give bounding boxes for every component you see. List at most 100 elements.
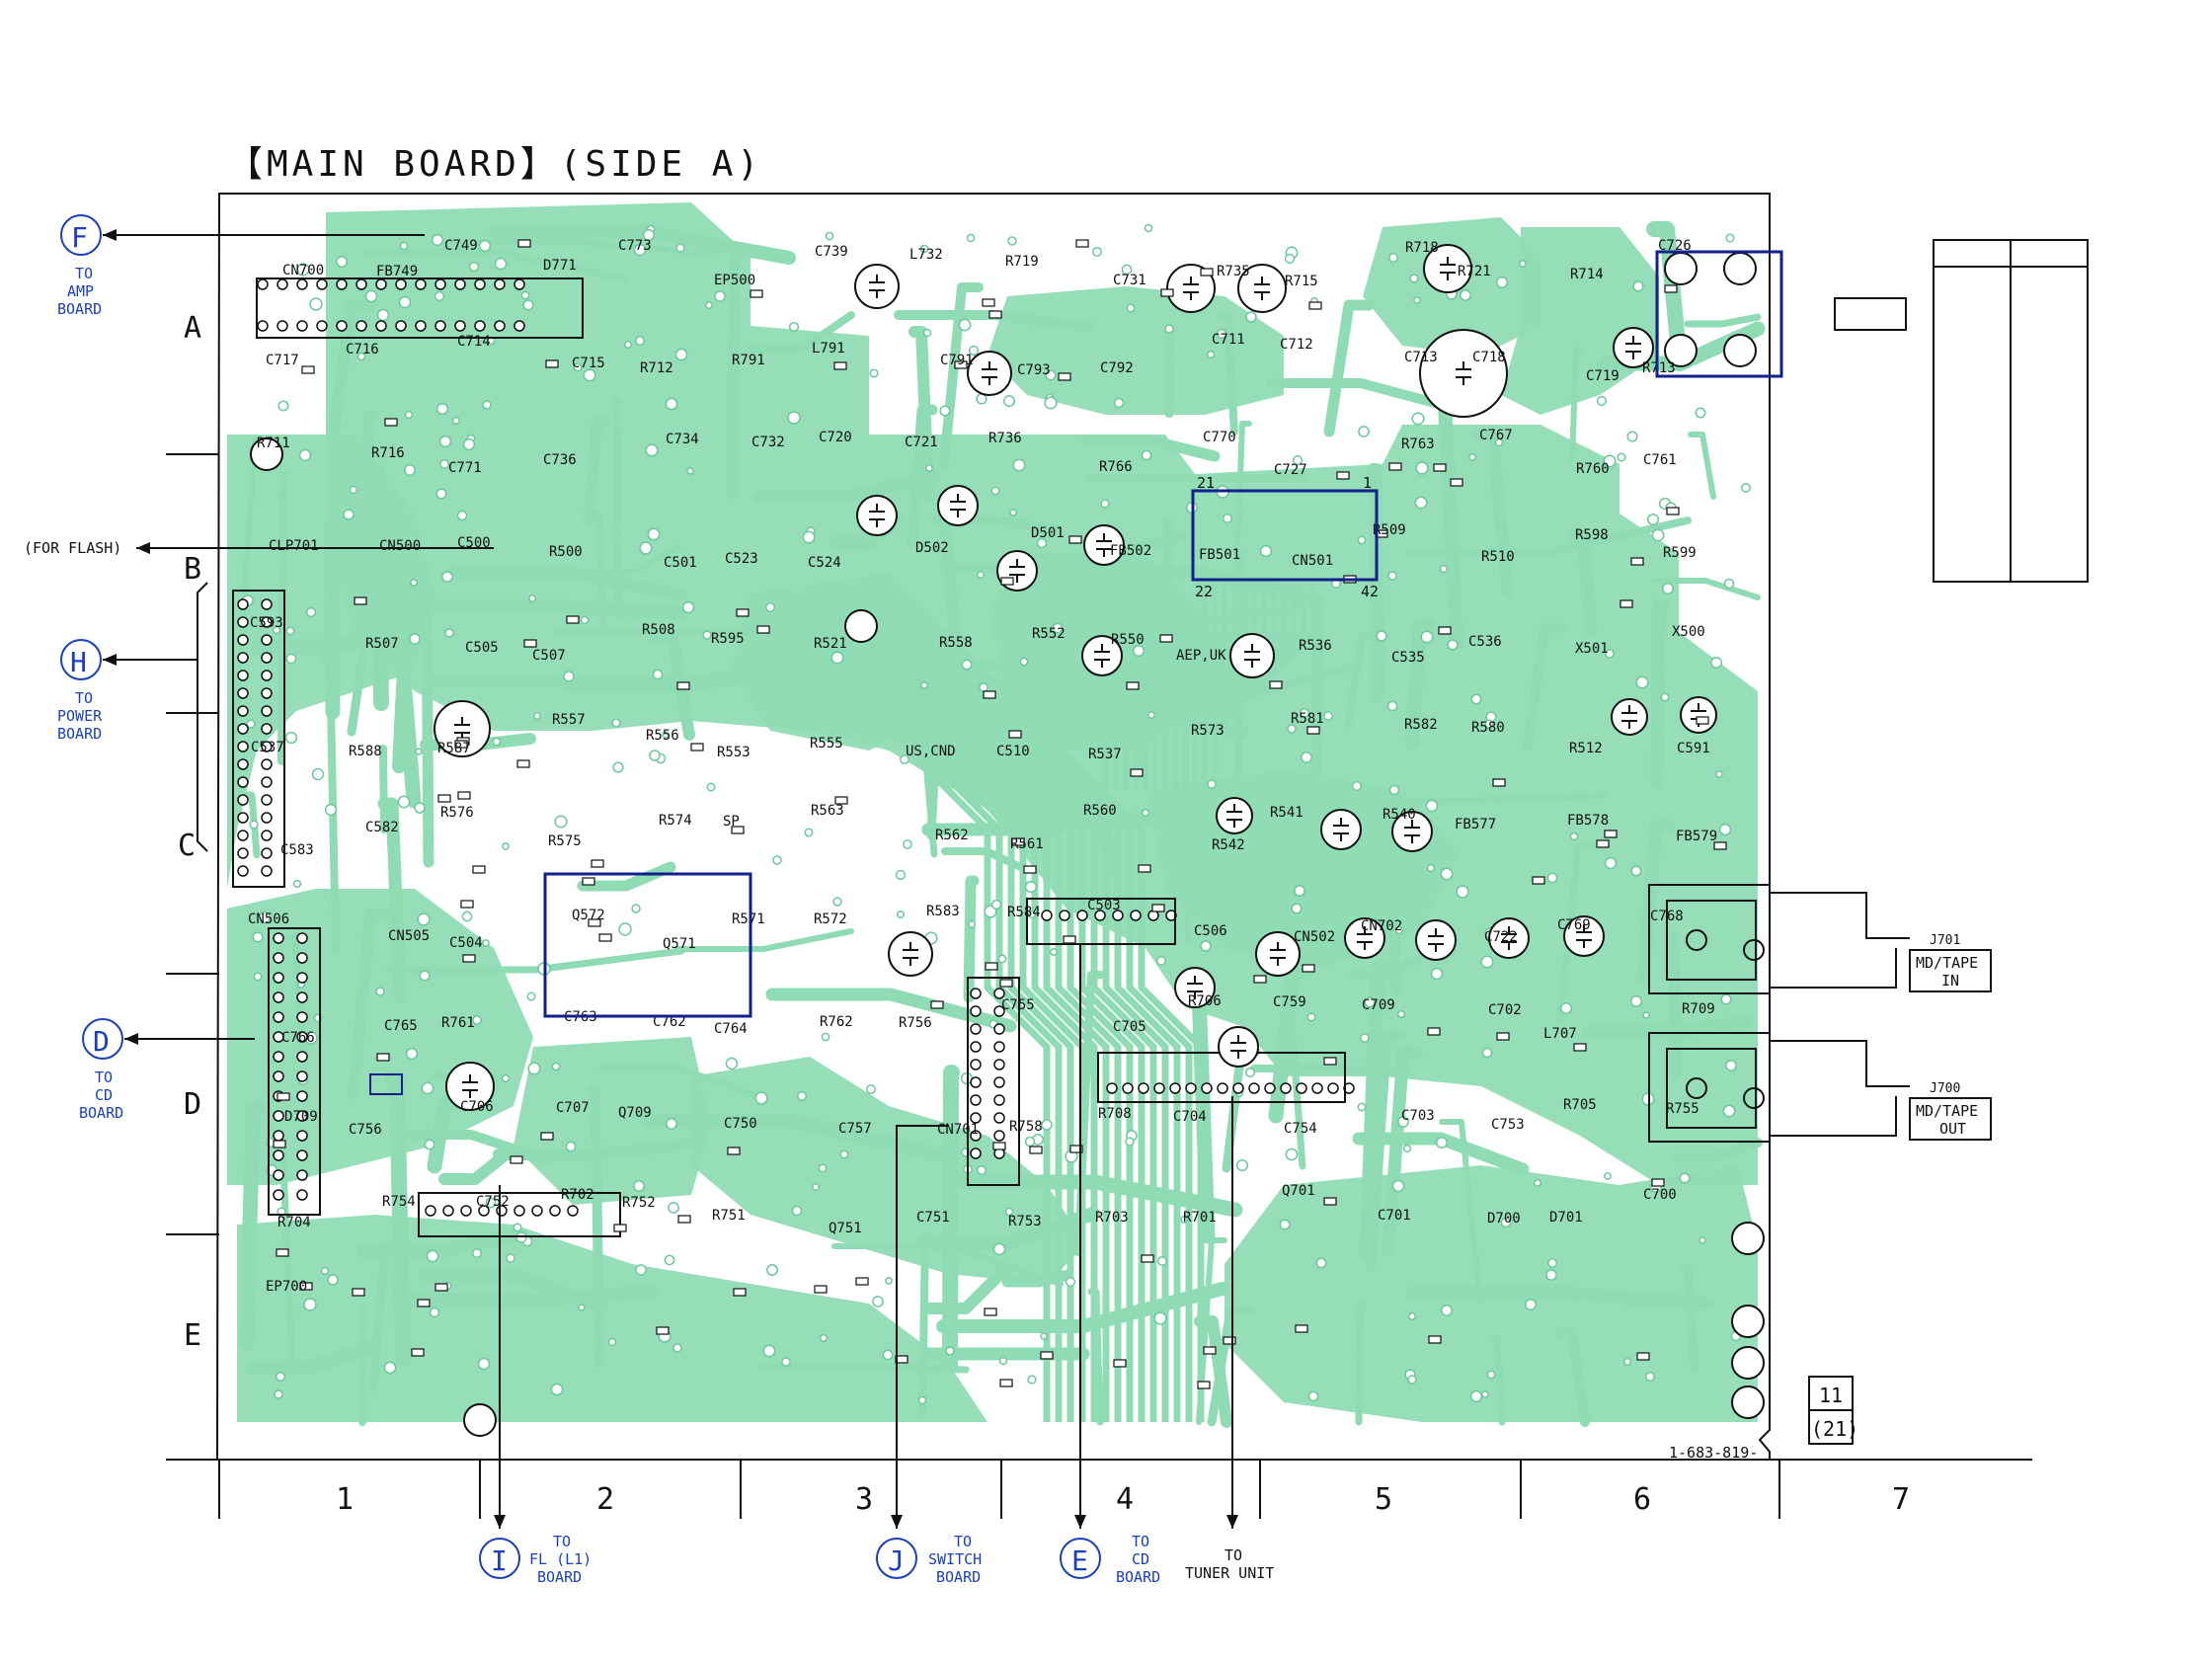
smd-resistor (988, 310, 1002, 319)
connector-f[interactable]: F TO AMP BOARD (57, 214, 425, 318)
capacitor-outline (1488, 917, 1530, 959)
svg-text:MD/TAPE: MD/TAPE (1916, 1102, 1978, 1120)
smd-resistor (834, 796, 848, 805)
header-pin (336, 320, 348, 332)
copper-trace (427, 1095, 462, 1174)
solder-pad (1300, 708, 1309, 718)
connector-j[interactable]: J TO SWITCH BOARD (876, 1125, 982, 1586)
solder-pad (686, 467, 694, 475)
solder-pad (1439, 564, 1449, 574)
smd-resistor (1630, 557, 1644, 566)
component-label: R581 (1291, 711, 1324, 727)
capacitor-outline (1237, 264, 1287, 313)
capacitor-symbol (1187, 976, 1203, 999)
copper-trace (1567, 528, 1598, 638)
svg-text:D: D (93, 1025, 110, 1058)
solder-pad (1524, 1298, 1538, 1311)
solder-pad (1413, 296, 1421, 304)
solder-pad (1360, 1033, 1370, 1043)
solder-pad (1626, 431, 1638, 442)
solder-pad (998, 1356, 1008, 1366)
copper-trace (908, 326, 934, 495)
header-pin (514, 278, 525, 290)
component-label: C757 (838, 1121, 872, 1137)
header-pin (261, 794, 273, 806)
copper-trace (1404, 617, 1436, 751)
component-label: R756 (899, 1015, 932, 1031)
component-label: EP500 (714, 273, 755, 288)
component-label: C510 (996, 744, 1030, 759)
solder-pad (277, 400, 289, 412)
solder-pad (1605, 649, 1615, 659)
component-label: CN501 (1292, 553, 1333, 569)
solder-pad (1646, 513, 1660, 526)
solder-pad (1725, 233, 1735, 243)
component-label: X500 (1672, 624, 1705, 640)
ic-trace (1162, 583, 1267, 790)
copper-trace (1323, 299, 1375, 437)
solder-pad (1447, 639, 1459, 651)
solder-pad (441, 571, 453, 583)
connector-i[interactable]: I TO FL (L1) BOARD (479, 1185, 592, 1586)
solder-pad (327, 1274, 339, 1286)
svg-text:TO: TO (95, 1069, 113, 1086)
capacitor-symbol (903, 942, 918, 966)
connector-h[interactable]: H TO POWER BOARD (57, 639, 198, 743)
solder-pad (554, 815, 568, 829)
component-label: R583 (926, 904, 960, 919)
smd-resistor (276, 1092, 290, 1101)
solder-pad (1559, 1001, 1573, 1015)
solder-pad (976, 393, 988, 405)
component-label: C764 (714, 1021, 748, 1037)
component-label: C715 (572, 356, 605, 371)
solder-pad (1469, 1389, 1483, 1403)
header-pin (549, 1205, 561, 1217)
connector-e[interactable]: E TO CD BOARD (1027, 943, 1160, 1586)
solder-pad (583, 368, 596, 382)
header-pin (273, 1110, 284, 1122)
solder-pad (472, 1015, 482, 1025)
smd-resistor (1223, 1336, 1236, 1345)
component-label: R754 (382, 1194, 416, 1210)
copper-trace (378, 745, 388, 833)
component-label: C791 (940, 353, 974, 368)
col-label-1: 1 (336, 1482, 354, 1517)
solder-pad (979, 682, 988, 692)
component-label: R709 (1682, 1001, 1715, 1017)
component-label: R751 (712, 1208, 746, 1224)
capacitor-symbol (1625, 336, 1641, 359)
component-label: C712 (1280, 337, 1313, 353)
capacitor-symbol (1226, 804, 1242, 828)
copper-trace (1650, 578, 1761, 600)
header-pin (316, 278, 328, 290)
mounting-hole (1664, 252, 1698, 285)
copper-trace (1086, 473, 1310, 482)
solder-pad (1024, 880, 1038, 894)
header-pin (273, 932, 284, 944)
component-label: R715 (1285, 274, 1318, 289)
solder-pad (506, 1253, 515, 1263)
smd-resistor (1604, 830, 1618, 838)
copper-region (1501, 227, 1659, 415)
solder-pad (1164, 324, 1174, 334)
copper-trace (1164, 323, 1176, 418)
component-label: R706 (1188, 993, 1222, 1009)
connector-d[interactable]: D TO CD BOARD (79, 1018, 255, 1122)
solder-pad (919, 244, 929, 254)
solder-pad (292, 879, 302, 889)
smd-resistor (1651, 1178, 1665, 1187)
solder-pad (356, 352, 366, 361)
smd-resistor (1040, 1351, 1054, 1360)
copper-trace (1439, 1119, 1483, 1305)
component-label: C736 (543, 452, 577, 468)
solder-pad (502, 842, 510, 850)
component-label: C752 (476, 1194, 510, 1210)
solder-pad (818, 1163, 828, 1173)
solder-pad (1027, 910, 1037, 919)
solder-pad (1113, 397, 1125, 409)
capacitor-outline (1216, 797, 1253, 834)
smd-resistor (454, 740, 468, 749)
capacitor-outline (1166, 264, 1216, 313)
svg-text:I: I (491, 1544, 508, 1577)
solder-pad (1494, 437, 1504, 447)
